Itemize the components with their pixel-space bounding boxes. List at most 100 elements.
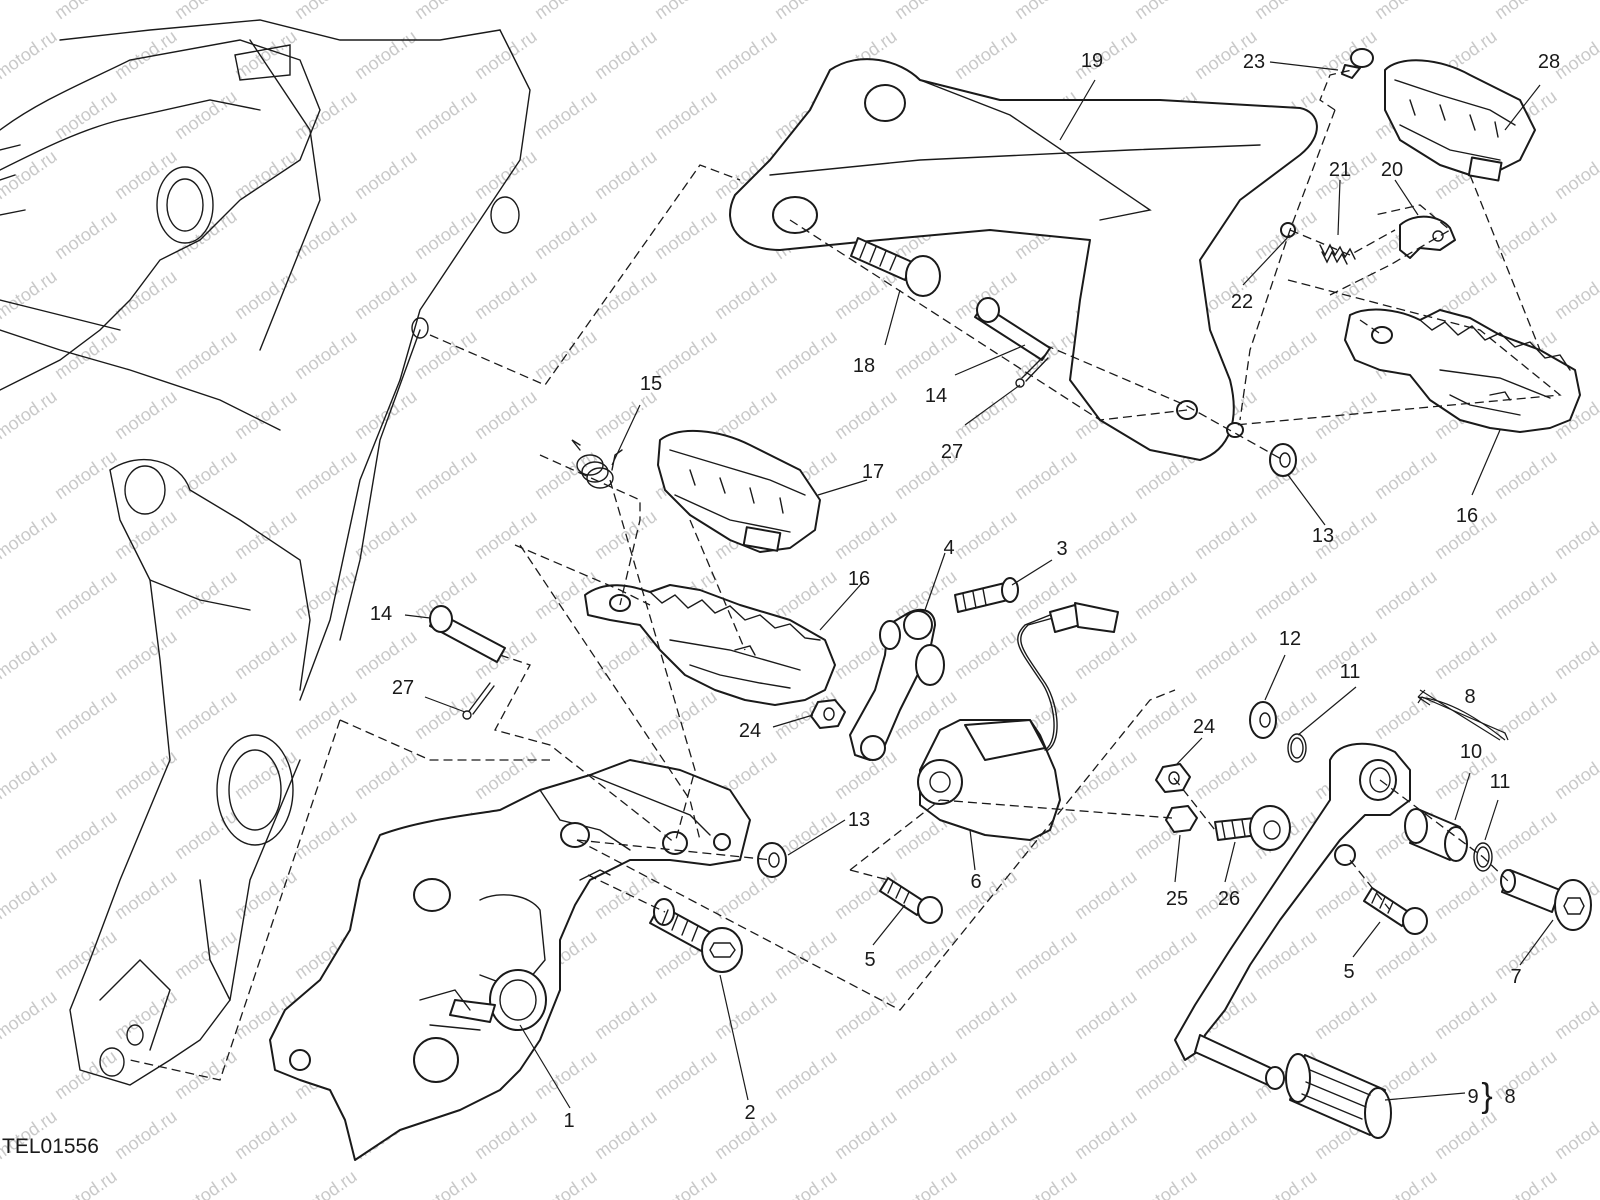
watermark-text: motod.ru [531, 686, 601, 743]
watermark-text: motod.ru [351, 146, 421, 203]
watermark-text: motod.ru [1491, 566, 1561, 623]
pin-14-top [974, 297, 1051, 361]
nut-25 [1165, 805, 1198, 833]
watermark-text: motod.ru [231, 866, 301, 923]
callout-27-top: 27 [941, 441, 963, 463]
watermark-text: motod.ru [1431, 626, 1501, 683]
watermark-text: motod.ru [111, 626, 181, 683]
watermark-text: motod.ru [111, 266, 181, 323]
watermark-text: motod.ru [1371, 686, 1441, 743]
watermark-text: motod.ru [1491, 1046, 1561, 1103]
callout-21: 21 [1329, 159, 1351, 181]
callout-17: 17 [862, 461, 884, 483]
watermark-text: motod.ru [1011, 0, 1081, 23]
watermark-text: motod.ru [1011, 446, 1081, 503]
washer-12 [1249, 701, 1277, 739]
watermark-text: motod.ru [1551, 626, 1600, 683]
watermark-text: motod.ru [231, 626, 301, 683]
brace-8: } [1481, 1077, 1492, 1115]
watermark-text: motod.ru [591, 26, 661, 83]
watermark-text: motod.ru [531, 0, 601, 23]
watermark-text: motod.ru [51, 206, 121, 263]
callout-5-right: 5 [1343, 961, 1354, 983]
callout-28: 28 [1538, 51, 1560, 73]
watermark-text: motod.ru [771, 0, 841, 23]
watermark-text: motod.ru [171, 926, 241, 983]
watermark-text: motod.ru [651, 206, 721, 263]
callout-12: 12 [1279, 628, 1301, 650]
watermark-text: motod.ru [111, 386, 181, 443]
watermark-text: motod.ru [951, 386, 1021, 443]
watermark-text: motod.ru [1491, 1166, 1561, 1200]
watermark-text: motod.ru [291, 806, 361, 863]
watermark-text: motod.ru [1551, 146, 1600, 203]
callout-22: 22 [1231, 291, 1253, 313]
callout-3: 3 [1056, 538, 1067, 560]
watermark-text: motod.ru [51, 686, 121, 743]
callout-6: 6 [970, 871, 981, 893]
callout-8: 8 [1464, 686, 1475, 708]
watermark-text: motod.ru [1191, 1106, 1261, 1163]
watermark-text: motod.ru [831, 386, 901, 443]
callout-19: 19 [1081, 50, 1103, 72]
callout-25: 25 [1166, 888, 1188, 910]
callout-4: 4 [943, 537, 954, 559]
watermark-text: motod.ru [951, 986, 1021, 1043]
watermark-text: motod.ru [771, 566, 841, 623]
watermark-text: motod.ru [0, 626, 60, 683]
watermark-text: motod.ru [1491, 0, 1561, 23]
pivot-bolt-7 [1500, 869, 1592, 931]
watermark-text: motod.ru [51, 86, 121, 143]
watermark-text: motod.ru [231, 146, 301, 203]
watermark-text: motod.ru [651, 86, 721, 143]
callout-16-left: 16 [848, 568, 870, 590]
watermark-text: motod.ru [1551, 1106, 1600, 1163]
watermark-text: motod.ru [1011, 1166, 1081, 1200]
watermark-text: motod.ru [411, 86, 481, 143]
watermark-text: motod.ru [1551, 986, 1600, 1043]
watermark-text: motod.ru [231, 746, 301, 803]
screw-23 [1341, 48, 1374, 79]
watermark-text: motod.ru [891, 326, 961, 383]
watermark-text: motod.ru [1491, 446, 1561, 503]
watermark-text: motod.ru [231, 1106, 301, 1163]
watermark-text: motod.ru [1071, 506, 1141, 563]
watermark-text: motod.ru [51, 806, 121, 863]
brake-switch-6 [917, 602, 1119, 841]
watermark-text: motod.ru [1491, 806, 1561, 863]
rubber-peg-17 [657, 429, 821, 553]
watermark-text: motod.ru [171, 326, 241, 383]
watermark-text: motod.ru [531, 206, 601, 263]
watermark-text: motod.ru [51, 926, 121, 983]
callout-11-upper: 11 [1340, 661, 1361, 683]
watermark-text: motod.ru [291, 86, 361, 143]
watermark-text: motod.ru [171, 566, 241, 623]
watermark-text: motod.ru [1371, 446, 1441, 503]
watermark-text: motod.ru [891, 0, 961, 23]
callout-14-left: 14 [370, 603, 392, 625]
watermark-text: motod.ru [1551, 506, 1600, 563]
callout-1: 1 [563, 1110, 574, 1132]
callout-13-left: 13 [848, 809, 870, 831]
leader-lines [404, 61, 1554, 1109]
watermark-text: motod.ru [531, 86, 601, 143]
watermark-text: motod.ru [171, 806, 241, 863]
callout-20: 20 [1381, 159, 1403, 181]
callout-27-left: 27 [392, 677, 414, 699]
watermark-text: motod.ru [291, 566, 361, 623]
watermark-text: motod.ru [531, 1046, 601, 1103]
watermark-text: motod.ru [111, 506, 181, 563]
pin-14-left [429, 605, 506, 663]
watermark-text: motod.ru [651, 686, 721, 743]
callout-9: 9 [1467, 1086, 1478, 1108]
watermark-text: motod.ru [951, 1106, 1021, 1163]
watermark-text: motod.ru [1071, 1106, 1141, 1163]
pedal-rubber-9 [1285, 1053, 1392, 1139]
watermark-text: motod.ru [1371, 1166, 1441, 1200]
assembly-dash-lines [129, 69, 1562, 1081]
watermark-text: motod.ru [1191, 746, 1261, 803]
watermark-text: motod.ru [111, 1106, 181, 1163]
watermark-text: motod.ru [471, 26, 541, 83]
watermark-text: motod.ru [1371, 566, 1441, 623]
